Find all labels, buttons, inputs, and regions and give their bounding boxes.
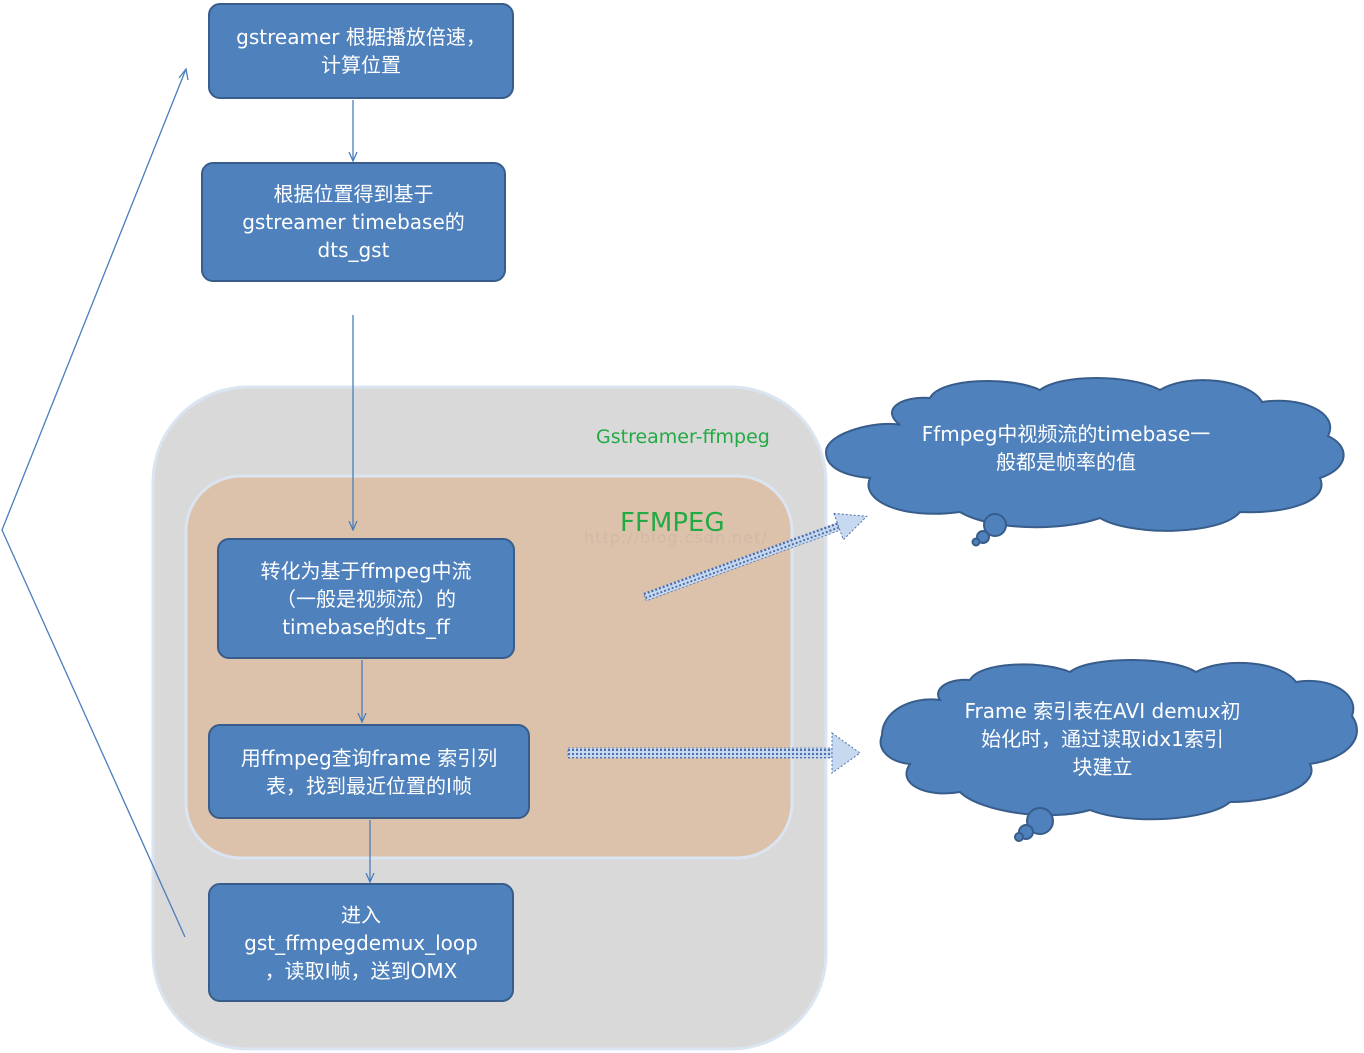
dts-gst-text: 根据位置得到基于 gstreamer timebase的 dts_gst xyxy=(242,182,465,262)
timebase-note-cloud xyxy=(824,377,1345,547)
dotted-arrow-to-timebase-note xyxy=(643,512,868,602)
watermark: http://blog.csdn.net/ xyxy=(584,528,768,547)
demux-loop-box: 进入 gst_ffmpegdemux_loop ，读取I帧，送到OMX xyxy=(208,883,514,1002)
demux-loop-text: 进入 gst_ffmpegdemux_loop ，读取I帧，送到OMX xyxy=(244,902,478,983)
calc-position-text: gstreamer 根据播放倍速， 计算位置 xyxy=(236,25,486,77)
ffmpeg-group-label: FFMPEG xyxy=(620,508,725,538)
dts-ff-box: 转化为基于ffmpeg中流 （一般是视频流）的 timebase的dts_ff xyxy=(217,538,515,659)
loop-back-arrow xyxy=(1,68,187,938)
timebase-note-text: Ffmpeg中视频流的timebase一 般都是帧率的值 xyxy=(921,422,1211,474)
dts-gst-box: 根据位置得到基于 gstreamer timebase的 dts_gst xyxy=(201,162,506,282)
index-note-text: Frame 索引表在AVI demux初 始化时，通过读取idx1索引 块建立 xyxy=(964,699,1241,779)
gstreamer-ffmpeg-group-label: Gstreamer-ffmpeg xyxy=(596,426,770,448)
loop-back-arrowhead xyxy=(178,67,189,81)
dotted-arrow-to-index-note xyxy=(567,732,861,774)
calc-position-box: gstreamer 根据播放倍速， 计算位置 xyxy=(208,3,514,99)
dts-ff-text: 转化为基于ffmpeg中流 （一般是视频流）的 timebase的dts_ff xyxy=(260,558,472,639)
find-iframe-text: 用ffmpeg查询frame 索引列 表，找到最近位置的I帧 xyxy=(240,745,498,798)
index-note-cloud xyxy=(879,659,1358,842)
find-iframe-box: 用ffmpeg查询frame 索引列 表，找到最近位置的I帧 xyxy=(208,724,530,819)
